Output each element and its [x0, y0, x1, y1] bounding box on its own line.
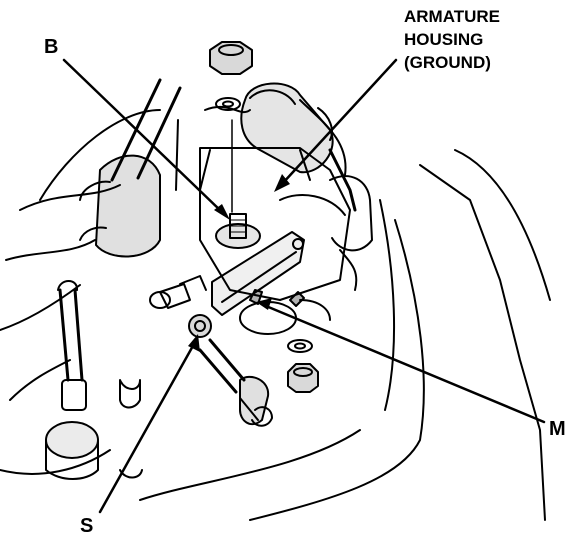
arrow-armature: [274, 174, 290, 192]
label-m: M: [549, 418, 566, 440]
leader-m: [264, 304, 546, 424]
label-armature-line-1: ARMATURE: [404, 7, 501, 26]
leader-s: [98, 342, 196, 514]
terminal-m-hardware: [287, 339, 319, 393]
label-armature-line-2: HOUSING: [404, 30, 484, 49]
arrow-b: [214, 204, 230, 220]
arrow-m: [256, 298, 272, 310]
label-s: S: [80, 515, 94, 537]
leader-b: [62, 58, 224, 214]
label-b: B: [44, 36, 59, 58]
leader-lines: [62, 58, 546, 514]
terminal-b-stud: [215, 213, 261, 249]
bracket-plate: [211, 231, 305, 316]
boot-housing: [79, 78, 182, 258]
shift-cable: [45, 280, 143, 480]
label-armature-line-3: (GROUND): [404, 53, 491, 72]
leader-armature: [280, 58, 398, 186]
arrow-s: [188, 334, 200, 352]
wire-harness: [198, 338, 273, 427]
engine-bay-outline: [0, 105, 551, 521]
solenoid-cap: [240, 82, 357, 212]
terminal-s: [149, 275, 212, 338]
label-armature-housing: ARMATURE HOUSING (GROUND): [404, 5, 500, 74]
bolt-b-hardware: [209, 41, 253, 213]
